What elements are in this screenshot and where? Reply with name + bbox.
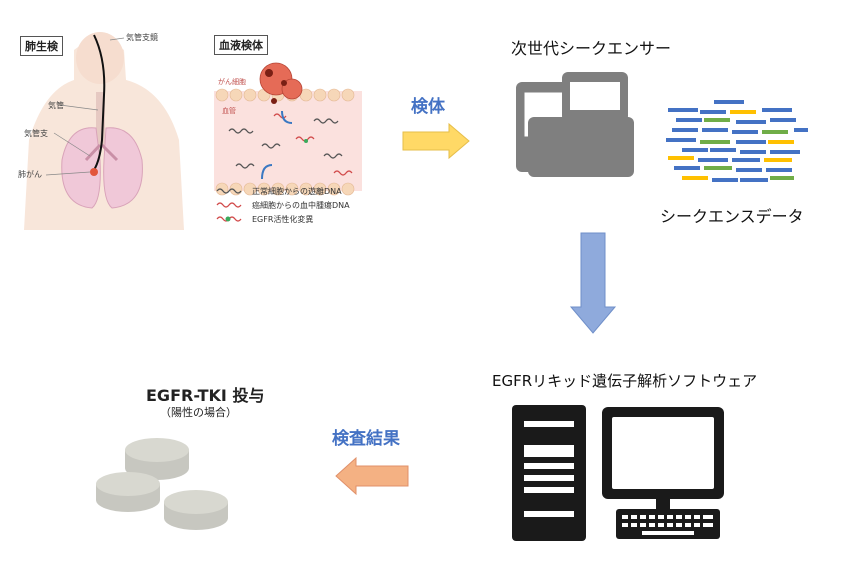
dna-legend: 正常細胞からの遊離DNA 癌細胞からの血中腫瘍DNA EGFR活性化変異 [216,184,350,226]
blood-vessel-label: 血管 [222,107,236,115]
sequencer-device-icon [516,72,634,177]
software-label: EGFRリキッド遺伝子解析ソフトウェア [492,372,758,390]
right-arrow-icon [402,122,470,160]
blood-specimen-panel: 血液検体 [212,33,382,233]
normal-dna-icon [216,188,242,194]
treatment-title: EGFR-TKI 投与 [146,386,265,405]
legend-item: EGFR活性化変異 [216,212,350,226]
legend-label: EGFR活性化変異 [252,214,314,224]
legend-item: 癌細胞からの血中腫瘍DNA [216,198,350,212]
treatment-subtitle: （陽性の場合） [160,406,237,419]
legend-label: 正常細胞からの遊離DNA [252,186,342,196]
blood-vessel-illustration [214,62,362,196]
sequence-reads-icon [666,100,808,182]
lung-cancer-label: 肺がん [18,170,42,179]
legend-label: 癌細胞からの血中腫瘍DNA [252,200,350,210]
lung-biopsy-title: 肺生検 [20,36,63,56]
bronchus-label: 気管支 [24,129,48,138]
blood-specimen-title: 血液検体 [214,35,268,55]
computer-icon [512,405,724,541]
legend-item: 正常細胞からの遊離DNA [216,184,350,198]
left-arrow-icon [335,456,409,496]
trachea-label: 気管 [48,101,64,110]
down-arrow-icon [569,232,617,334]
mutation-dna-icon [216,216,242,222]
lung-anatomy-illustration [24,32,184,230]
pills-icon [96,438,228,530]
lung-biopsy-panel: 肺生検 気管支鏡 気管 気管支 肺がん [14,30,194,240]
bronchoscope-label: 気管支鏡 [126,33,158,42]
tumor-dna-icon [216,202,242,208]
sequence-data-label: シークエンスデータ [660,207,804,226]
specimen-arrow-label: 検体 [411,97,445,117]
result-arrow-label: 検査結果 [332,429,400,449]
cancer-cell-label: がん細胞 [218,78,246,86]
sequencer-label: 次世代シークエンサー [511,39,672,58]
